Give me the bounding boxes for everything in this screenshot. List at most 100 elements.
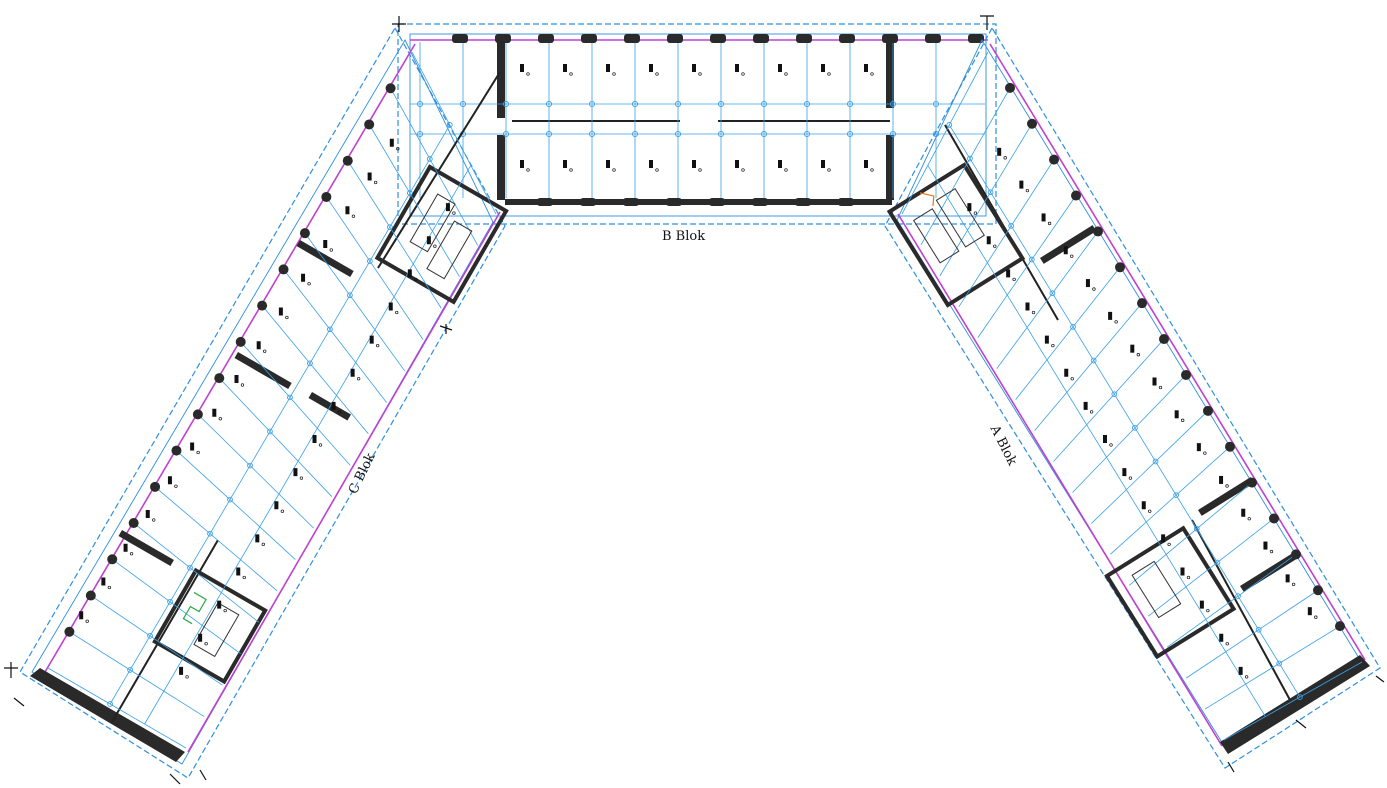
c-blok-piers [64,83,396,637]
room-tag-marker [1089,410,1094,414]
a-blok-end-wall [1220,655,1370,754]
room-tag [212,408,217,417]
c-blok-partition-wall [234,352,292,390]
room-tag-marker [280,509,285,513]
a-facade-pier [1115,262,1125,273]
b-column-marker [889,130,897,138]
b-blok-grid [410,42,985,198]
c-partition-line [240,341,351,466]
room-tag-marker [784,168,788,172]
b-facade-pier [882,34,898,43]
section-markers [4,15,1385,785]
a-blok-partition-wall [1198,477,1255,516]
room-tag [145,510,150,518]
a-facade-pier [1203,405,1213,416]
room-tag-marker [698,168,702,172]
b-column-marker [846,100,854,108]
a-column-marker [1049,290,1056,297]
room-tag-marker [107,585,112,590]
c-facade-pier [192,409,203,420]
b-column-marker [846,130,854,138]
room-tag [864,64,868,72]
c-facade-pier [257,300,268,311]
c-blok-partition-wall [296,240,354,278]
b-column-marker [416,130,424,138]
room-tag-marker [1128,476,1133,480]
room-tag [236,567,241,576]
room-tag-marker [993,244,997,248]
b-blok-wing [397,23,997,225]
c-blok-grid [47,51,497,749]
room-tag-marker [1225,642,1229,646]
room-tag [345,206,350,215]
a-blok-corridor-wall [1191,519,1291,701]
b-blok-core-wall [497,135,505,200]
room-tag [323,240,328,248]
room-tag [388,302,393,311]
b-facade-pier [709,198,725,206]
room-tag-marker [1291,582,1296,587]
room-tag-marker [1070,254,1074,258]
b-column-marker [717,130,725,138]
a-column-marker [1028,256,1035,263]
room-tag-marker [1114,320,1118,324]
room-tag [986,236,991,245]
room-tag-marker [569,72,573,76]
c-blok-wing [19,26,509,779]
room-tag [1263,541,1268,550]
a-partition-line [939,123,1033,277]
room-tag [1174,410,1179,419]
room-tag [1196,443,1201,452]
room-tag [1019,180,1024,189]
b-facade-pier [623,198,639,206]
c-grid-line [109,124,451,705]
a-blok-stair-core-upper [886,162,1026,308]
room-tag-marker [152,518,156,522]
room-tag [649,160,653,168]
a-facade-pier [1247,477,1257,488]
room-tag-marker [356,377,361,381]
room-tag-marker [185,675,189,679]
room-tag [179,666,184,675]
a-facade-pier [1093,226,1103,237]
room-tag [649,64,653,72]
b-column-marker [932,100,940,108]
b-column-marker [760,100,768,108]
room-tag-marker [240,383,245,387]
b-facade-pier [710,34,726,43]
room-tag-marker [263,349,267,353]
room-tag-marker [870,72,874,76]
c-column-marker [227,496,233,503]
c-facade-pier [214,373,225,384]
a-partition-line [1129,482,1253,586]
room-tag-marker [396,147,400,151]
room-tag [1307,607,1312,616]
room-tag-marker [85,619,89,623]
room-tag-marker [526,168,530,172]
b-facade-pier [667,34,683,43]
room-tag-marker [223,608,227,613]
a-column-marker [1152,458,1159,465]
room-tag [1180,567,1185,576]
room-tag-marker [337,410,342,414]
room-tag-marker [741,168,745,172]
c-partition-line [69,631,205,717]
c-facade-pier [150,481,161,492]
a-facade-pier [1137,298,1147,309]
c-partition-line [133,522,260,623]
a-blok-inner-outline [896,39,1366,753]
a-facade-pier [1269,513,1279,524]
a-partition-line [1072,374,1187,493]
room-tag-marker [1031,310,1036,315]
b-column-marker [674,100,682,108]
room-tag-marker [129,552,134,556]
b-column-marker [416,100,424,108]
c-partition-line [347,160,442,309]
room-tag [967,203,972,212]
c-column-marker [187,564,193,571]
c-blok-stair-treads [409,193,473,280]
a-partition-line [1185,589,1319,679]
b-blok-inner-outline [409,33,987,217]
b-blok-label: B Blok [662,229,706,244]
room-tag-marker [1206,608,1210,613]
